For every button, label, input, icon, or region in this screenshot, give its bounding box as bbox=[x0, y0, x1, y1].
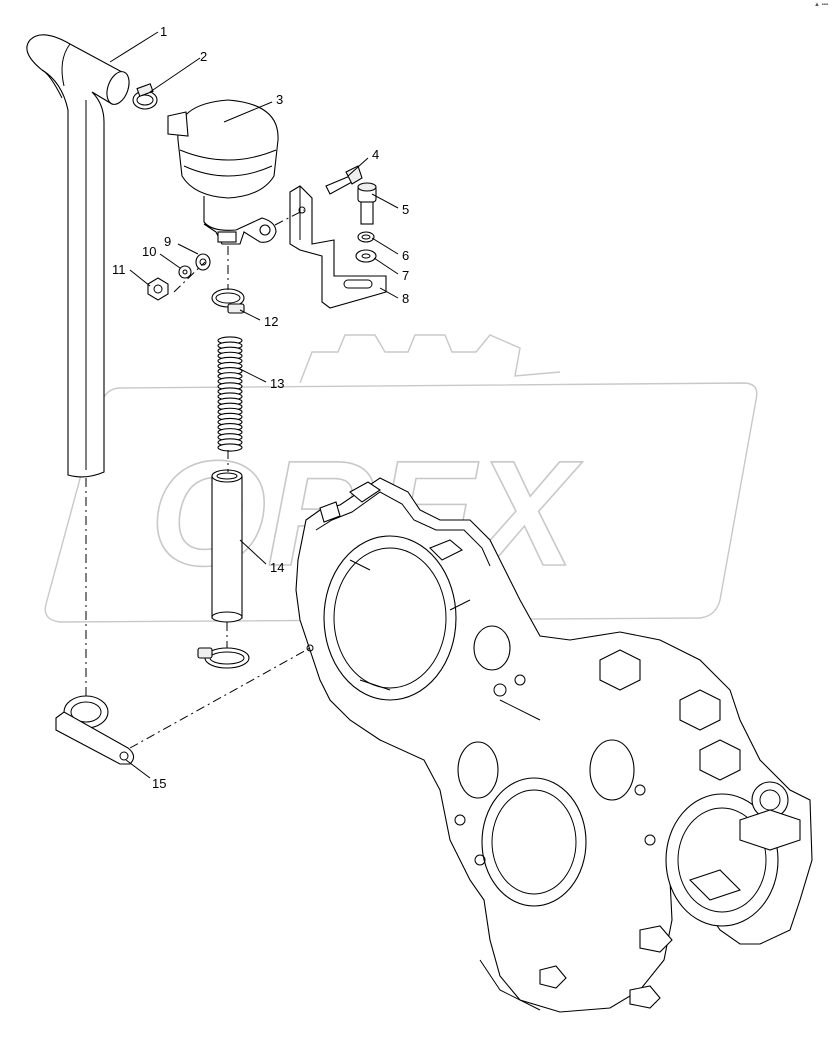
callout-1: 1 bbox=[160, 24, 167, 39]
part-14-hose bbox=[211, 469, 243, 623]
callout-numbers: 1 2 3 4 5 6 7 8 9 10 11 12 13 14 15 bbox=[112, 24, 409, 791]
spring-coil bbox=[217, 443, 243, 452]
part-14-lower-clamp bbox=[197, 647, 250, 669]
part-6-lock-washer bbox=[357, 231, 375, 243]
assembly-centerlines bbox=[85, 209, 311, 749]
callout-6: 6 bbox=[402, 248, 409, 263]
part-15-pipe-clip bbox=[55, 695, 135, 765]
callout-15: 15 bbox=[152, 776, 166, 791]
callout-7: 7 bbox=[402, 268, 409, 283]
callout-2: 2 bbox=[200, 49, 207, 64]
callout-12: 12 bbox=[264, 314, 278, 329]
callout-14: 14 bbox=[270, 560, 284, 575]
part-7-flat-washer bbox=[355, 249, 377, 263]
part-5-socket-screw bbox=[357, 182, 377, 225]
callout-10: 10 bbox=[142, 244, 156, 259]
part-2-hose-clamp bbox=[132, 83, 158, 110]
callout-4: 4 bbox=[372, 147, 379, 162]
part-8-bracket bbox=[289, 185, 387, 309]
part-1-breather-pipe bbox=[26, 34, 130, 478]
part-12-hose-clamp bbox=[211, 288, 245, 314]
callout-3: 3 bbox=[276, 92, 283, 107]
part-3-oil-separator bbox=[167, 99, 279, 245]
callout-9: 9 bbox=[164, 234, 171, 249]
leader-lines bbox=[109, 31, 399, 779]
callout-5: 5 bbox=[402, 202, 409, 217]
part-9-washer bbox=[195, 253, 211, 271]
part-10-lock-washer bbox=[178, 265, 192, 279]
part-11-nut bbox=[147, 277, 169, 301]
corner-mark: ▲ ▪▪▪ bbox=[814, 2, 828, 8]
part-13-spring bbox=[217, 336, 243, 452]
part-4-bolt bbox=[325, 165, 363, 195]
callout-13: 13 bbox=[270, 376, 284, 391]
callout-11: 11 bbox=[112, 262, 126, 277]
engine-front-cover-housing bbox=[295, 477, 813, 1013]
callout-8: 8 bbox=[402, 291, 409, 306]
